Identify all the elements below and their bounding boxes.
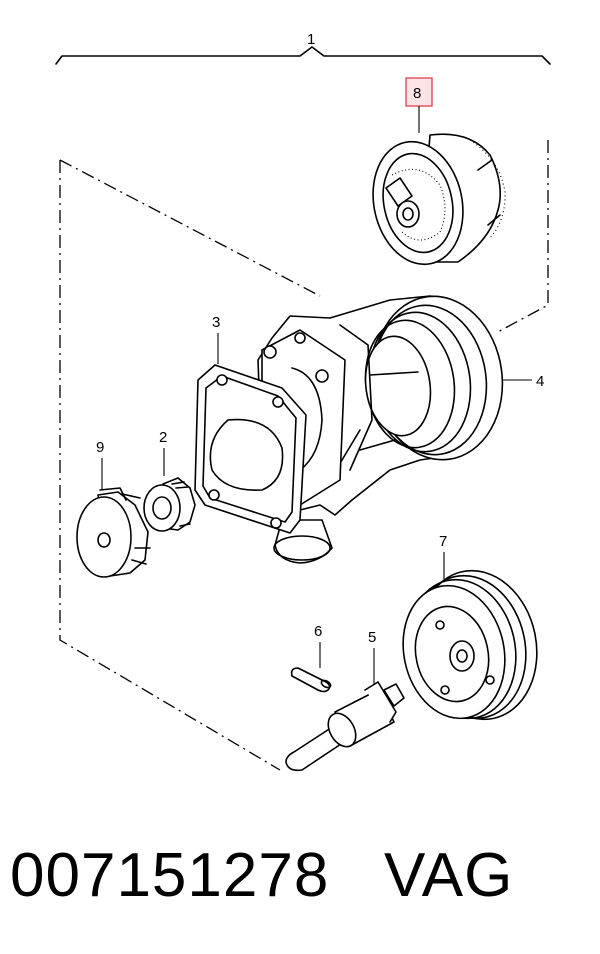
callout-8-highlight [405, 77, 433, 107]
callout-3: 3 [212, 314, 220, 331]
gasket-part [194, 364, 307, 534]
impeller-part [76, 487, 151, 578]
water-pump-exploded-diagram: 1 8 4 [55, 31, 551, 772]
seal-part [143, 477, 196, 532]
pulley-part [402, 569, 538, 721]
callout-6: 6 [314, 623, 322, 640]
callout-9: 9 [96, 439, 104, 456]
callout-5: 5 [368, 629, 376, 646]
impeller-bearing-part [372, 133, 506, 266]
callout-8: 8 [413, 85, 421, 102]
part-number: 007151278 [10, 841, 330, 910]
callout-2: 2 [159, 429, 167, 446]
callout-4: 4 [536, 373, 544, 390]
pin-part [290, 667, 332, 693]
assembly-bracket [55, 46, 551, 65]
assembly-outline [59, 140, 549, 771]
callout-7: 7 [439, 533, 447, 550]
part-number-caption: 007151278 VAG [10, 836, 590, 916]
brand-name: VAG [384, 841, 514, 910]
callout-1: 1 [307, 31, 315, 48]
shaft-part [285, 681, 405, 772]
